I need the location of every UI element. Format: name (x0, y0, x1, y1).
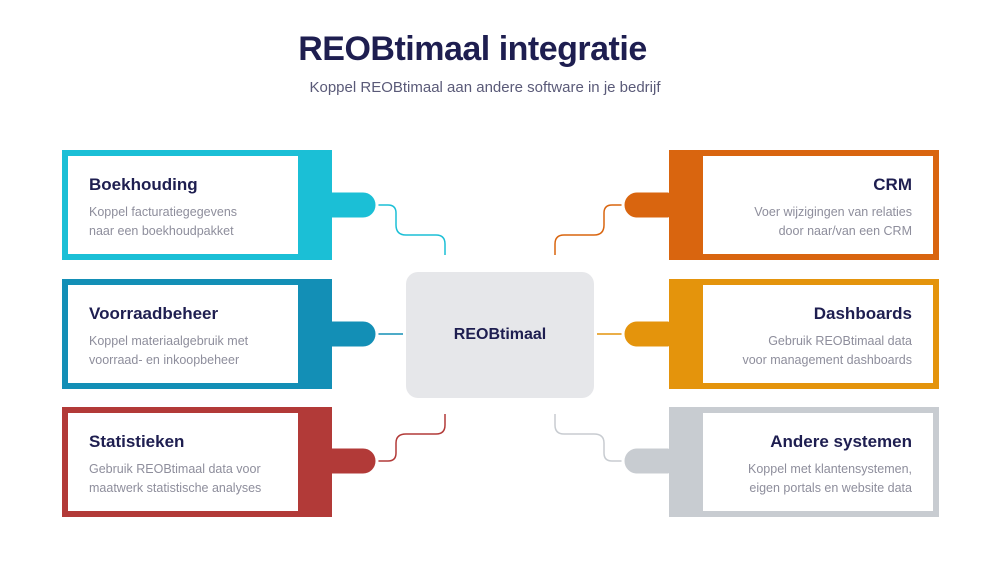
card-boekhouding: Boekhouding Koppel facturatiegegevens na… (62, 150, 332, 260)
card-body: Dashboards Gebruik REOBtimaal data voor … (703, 285, 933, 383)
hub-label: REOBtimaal (453, 326, 547, 343)
connector-andere-systemen (554, 414, 624, 462)
card-dashboards: Dashboards Gebruik REOBtimaal data voor … (669, 279, 939, 389)
description-line: voorraad- en inkoopbeheer (89, 353, 240, 367)
connector-statistieken (376, 414, 446, 462)
description-line: naar een boekhoudpakket (89, 224, 234, 238)
connector-boekhouding (376, 204, 446, 255)
tab-arrow-andere-systemen (621, 445, 685, 477)
page-title: REOBtimaal integratie (298, 30, 647, 68)
card-title: Boekhouding (89, 175, 198, 194)
connector-crm (554, 204, 624, 255)
hub-node: REOBtimaal (406, 272, 594, 398)
card-description: Koppel facturatiegegevens naar een boekh… (89, 203, 294, 241)
tab-arrow-statistieken (315, 445, 379, 477)
tab-arrow-boekhouding (315, 189, 379, 221)
description-line: Gebruik REOBtimaal data voor (89, 462, 261, 476)
card-crm: CRM Voer wijzigingen van relaties door n… (669, 150, 939, 260)
description-line: Gebruik REOBtimaal data (768, 334, 912, 348)
card-body: Boekhouding Koppel facturatiegegevens na… (68, 156, 298, 254)
description-line: voor management dashboards (742, 353, 912, 367)
card-voorraadbeheer: Voorraadbeheer Koppel materiaalgebruik m… (62, 279, 332, 389)
description-line: Koppel materiaalgebruik met (89, 334, 249, 348)
card-body: Voorraadbeheer Koppel materiaalgebruik m… (68, 285, 298, 383)
card-description: Voer wijzigingen van relaties door naar/… (697, 203, 912, 241)
card-title: Voorraadbeheer (89, 304, 219, 323)
description-line: Koppel met klantensystemen, (748, 462, 912, 476)
card-description: Koppel materiaalgebruik met voorraad- en… (89, 332, 294, 370)
description-line: eigen portals en website data (749, 481, 912, 495)
card-body: CRM Voer wijzigingen van relaties door n… (703, 156, 933, 254)
card-description: Koppel met klantensystemen, eigen portal… (697, 460, 912, 498)
description-line: door naar/van een CRM (778, 224, 912, 238)
card-andere-systemen: Andere systemen Koppel met klantensystem… (669, 407, 939, 517)
card-title: Andere systemen (770, 432, 912, 451)
description-line: maatwerk statistische analyses (89, 481, 262, 495)
tab-arrow-crm (621, 189, 685, 221)
card-statistieken: Statistieken Gebruik REOBtimaal data voo… (62, 407, 332, 517)
card-description: Gebruik REOBtimaal data voor management … (697, 332, 912, 370)
description-line: Koppel facturatiegegevens (89, 205, 238, 219)
description-line: Voer wijzigingen van relaties (754, 205, 912, 219)
card-title: Statistieken (89, 432, 185, 451)
tab-arrow-voorraadbeheer (315, 318, 379, 350)
card-body: Statistieken Gebruik REOBtimaal data voo… (68, 413, 298, 511)
page-subtitle: Koppel REOBtimaal aan andere software in… (309, 79, 661, 96)
card-description: Gebruik REOBtimaal data voor maatwerk st… (89, 460, 294, 498)
tab-arrow-dashboards (621, 318, 685, 350)
card-body: Andere systemen Koppel met klantensystem… (703, 413, 933, 511)
card-title: Dashboards (813, 304, 912, 323)
card-title: CRM (873, 175, 912, 194)
